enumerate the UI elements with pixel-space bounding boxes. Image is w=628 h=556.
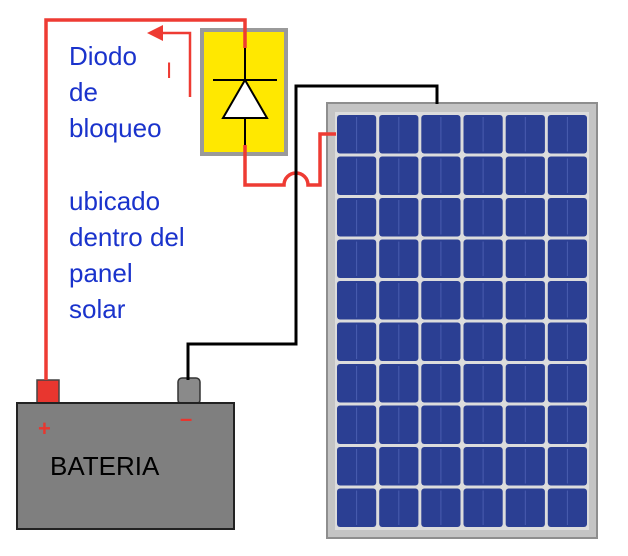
battery-label: BATERIA [50, 451, 160, 481]
solar-panel-backing [335, 112, 589, 530]
location-label-line-1: ubicado [69, 186, 160, 216]
solar-panel [326, 102, 598, 539]
diode-label-line-3: bloqueo [69, 113, 162, 143]
battery-positive-terminal [36, 379, 60, 405]
blocking-diode [200, 28, 288, 156]
battery: + – BATERIA [16, 377, 235, 530]
solar-cell-grid [337, 115, 587, 527]
battery-positive-symbol: + [38, 416, 51, 441]
diode-label-line-1: Diodo [69, 41, 137, 71]
battery-negative-symbol: – [180, 406, 192, 431]
location-label: ubicado dentro del panel solar [69, 186, 185, 324]
current-direction-arrow: I [147, 25, 192, 97]
arrow-head-icon [147, 25, 163, 41]
location-label-line-3: panel [69, 258, 133, 288]
location-label-line-4: solar [69, 294, 126, 324]
current-arrow-line [160, 31, 192, 97]
diode-label: Diodo de bloqueo [69, 41, 162, 143]
negative-wire [186, 84, 439, 380]
positive-wire-battery-to-diode [44, 18, 247, 380]
battery-negative-terminal [177, 377, 201, 405]
diode-label-line-2: de [69, 77, 98, 107]
battery-body [16, 402, 235, 530]
current-symbol: I [166, 58, 172, 83]
location-label-line-2: dentro del [69, 222, 185, 252]
